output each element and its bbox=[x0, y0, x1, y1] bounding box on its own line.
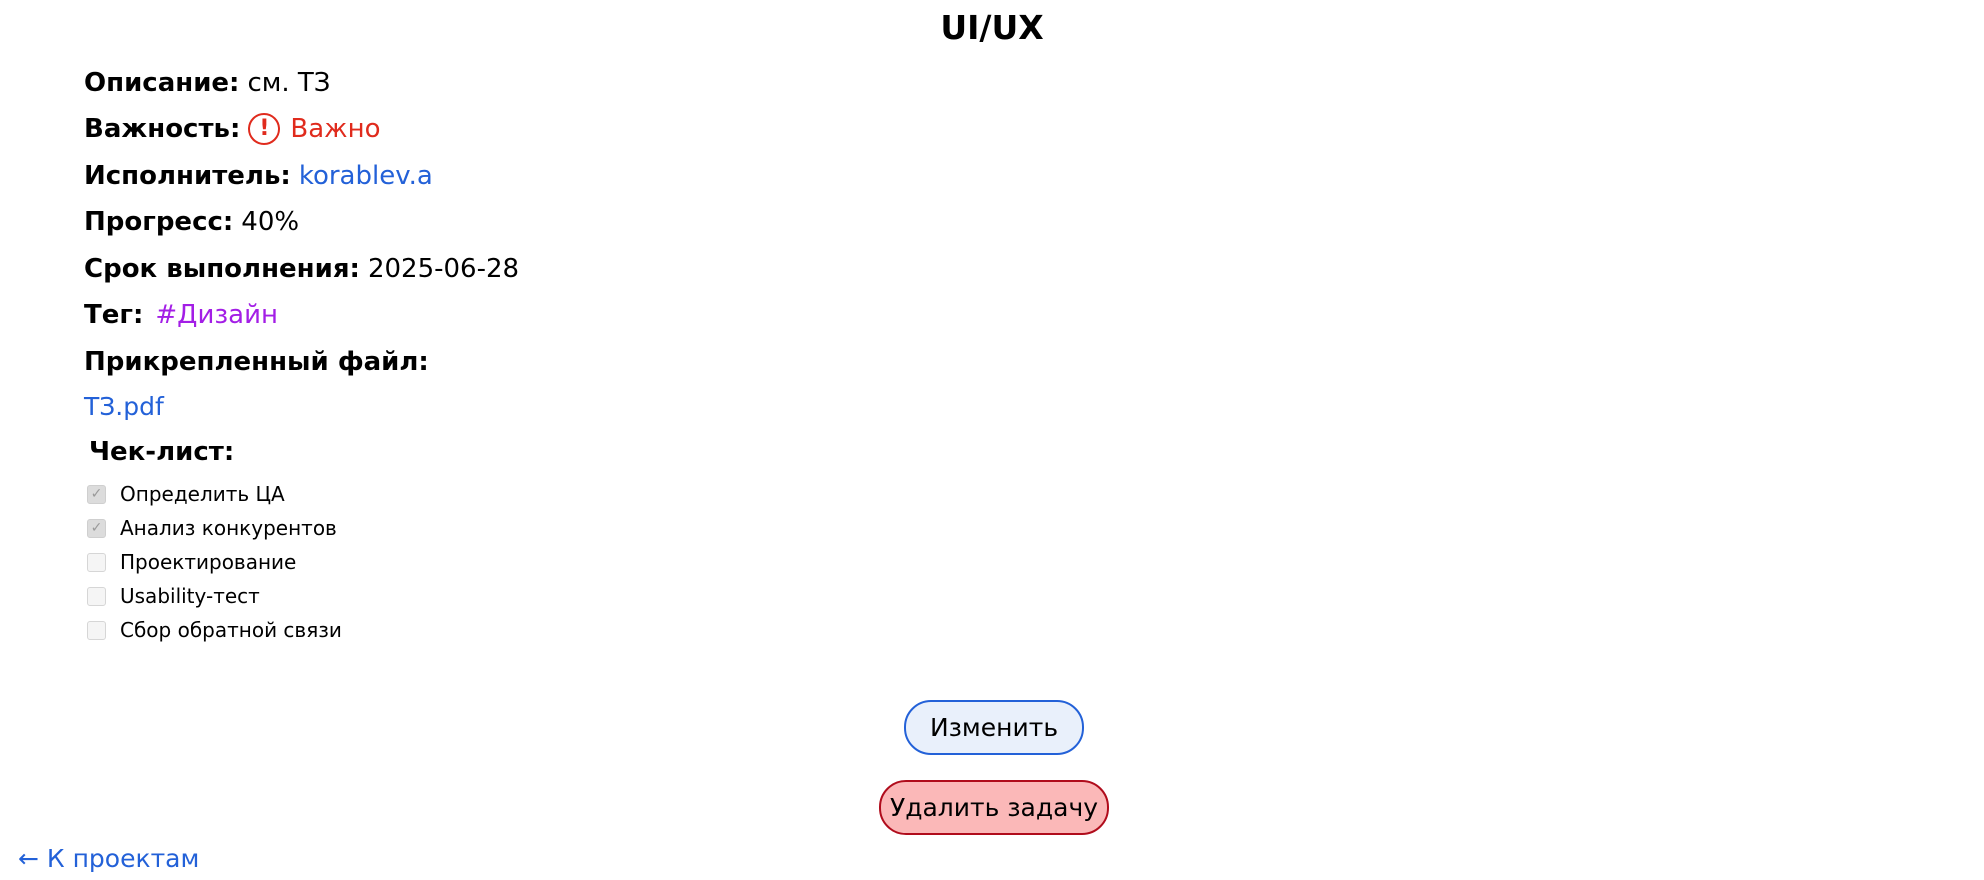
attachment-row: Прикрепленный файл: bbox=[84, 345, 437, 379]
due-date-label: Срок выполнения: bbox=[84, 254, 360, 284]
progress-value: 40% bbox=[241, 207, 300, 237]
checklist-item-label: Анализ конкурентов bbox=[120, 516, 337, 540]
checkbox-unchecked[interactable] bbox=[87, 586, 106, 606]
progress-row: Прогресс: 40% bbox=[84, 205, 299, 239]
description-value: см. ТЗ bbox=[247, 68, 331, 98]
tag-label: Тег: bbox=[84, 300, 144, 330]
checklist-item-label: Сбор обратной связи bbox=[120, 618, 342, 642]
attachment-file-link[interactable]: ТЗ.pdf bbox=[84, 392, 164, 421]
checklist-item: ✓ Определить ЦА bbox=[87, 477, 342, 511]
checklist-item-label: Определить ЦА bbox=[120, 482, 285, 506]
description-row: Описание: см. ТЗ bbox=[84, 66, 330, 100]
checklist-item: Проектирование bbox=[87, 545, 342, 579]
tag-row: Тег: #Дизайн bbox=[84, 298, 278, 332]
checkbox-unchecked[interactable] bbox=[87, 620, 106, 640]
executor-label: Исполнитель: bbox=[84, 161, 291, 191]
checkbox-unchecked[interactable] bbox=[87, 552, 106, 572]
checklist-item: ✓ Анализ конкурентов bbox=[87, 511, 342, 545]
delete-task-button[interactable]: Удалить задачу bbox=[879, 780, 1109, 835]
checklist-item: Usability-тест bbox=[87, 579, 342, 613]
tag-value: #Дизайн bbox=[155, 300, 279, 330]
executor-link[interactable]: korablev.a bbox=[298, 161, 433, 191]
executor-row: Исполнитель: korablev.a bbox=[84, 159, 433, 193]
due-date-value: 2025-06-28 bbox=[367, 254, 520, 284]
checkbox-checked[interactable]: ✓ bbox=[87, 484, 106, 504]
checkbox-checked[interactable]: ✓ bbox=[87, 518, 106, 538]
importance-value: Важно bbox=[290, 114, 381, 144]
description-label: Описание: bbox=[84, 68, 240, 98]
importance-row: Важность: ! Важно bbox=[84, 112, 381, 146]
back-to-projects-link[interactable]: ← К проектам bbox=[18, 844, 200, 873]
checklist-title: Чек-лист: bbox=[89, 437, 235, 467]
page-title: UI/UX bbox=[940, 8, 1044, 47]
checklist-item-label: Проектирование bbox=[120, 550, 297, 574]
checklist-item: Сбор обратной связи bbox=[87, 613, 342, 647]
due-date-row: Срок выполнения: 2025-06-28 bbox=[84, 252, 519, 286]
exclamation-circle-icon: ! bbox=[248, 113, 281, 145]
attachment-label: Прикрепленный файл: bbox=[84, 347, 429, 377]
importance-label: Важность: bbox=[84, 114, 241, 144]
checklist: ✓ Определить ЦА ✓ Анализ конкурентов Про… bbox=[87, 477, 342, 647]
edit-button[interactable]: Изменить bbox=[904, 700, 1084, 755]
progress-label: Прогресс: bbox=[84, 207, 234, 237]
checklist-item-label: Usability-тест bbox=[120, 584, 260, 608]
